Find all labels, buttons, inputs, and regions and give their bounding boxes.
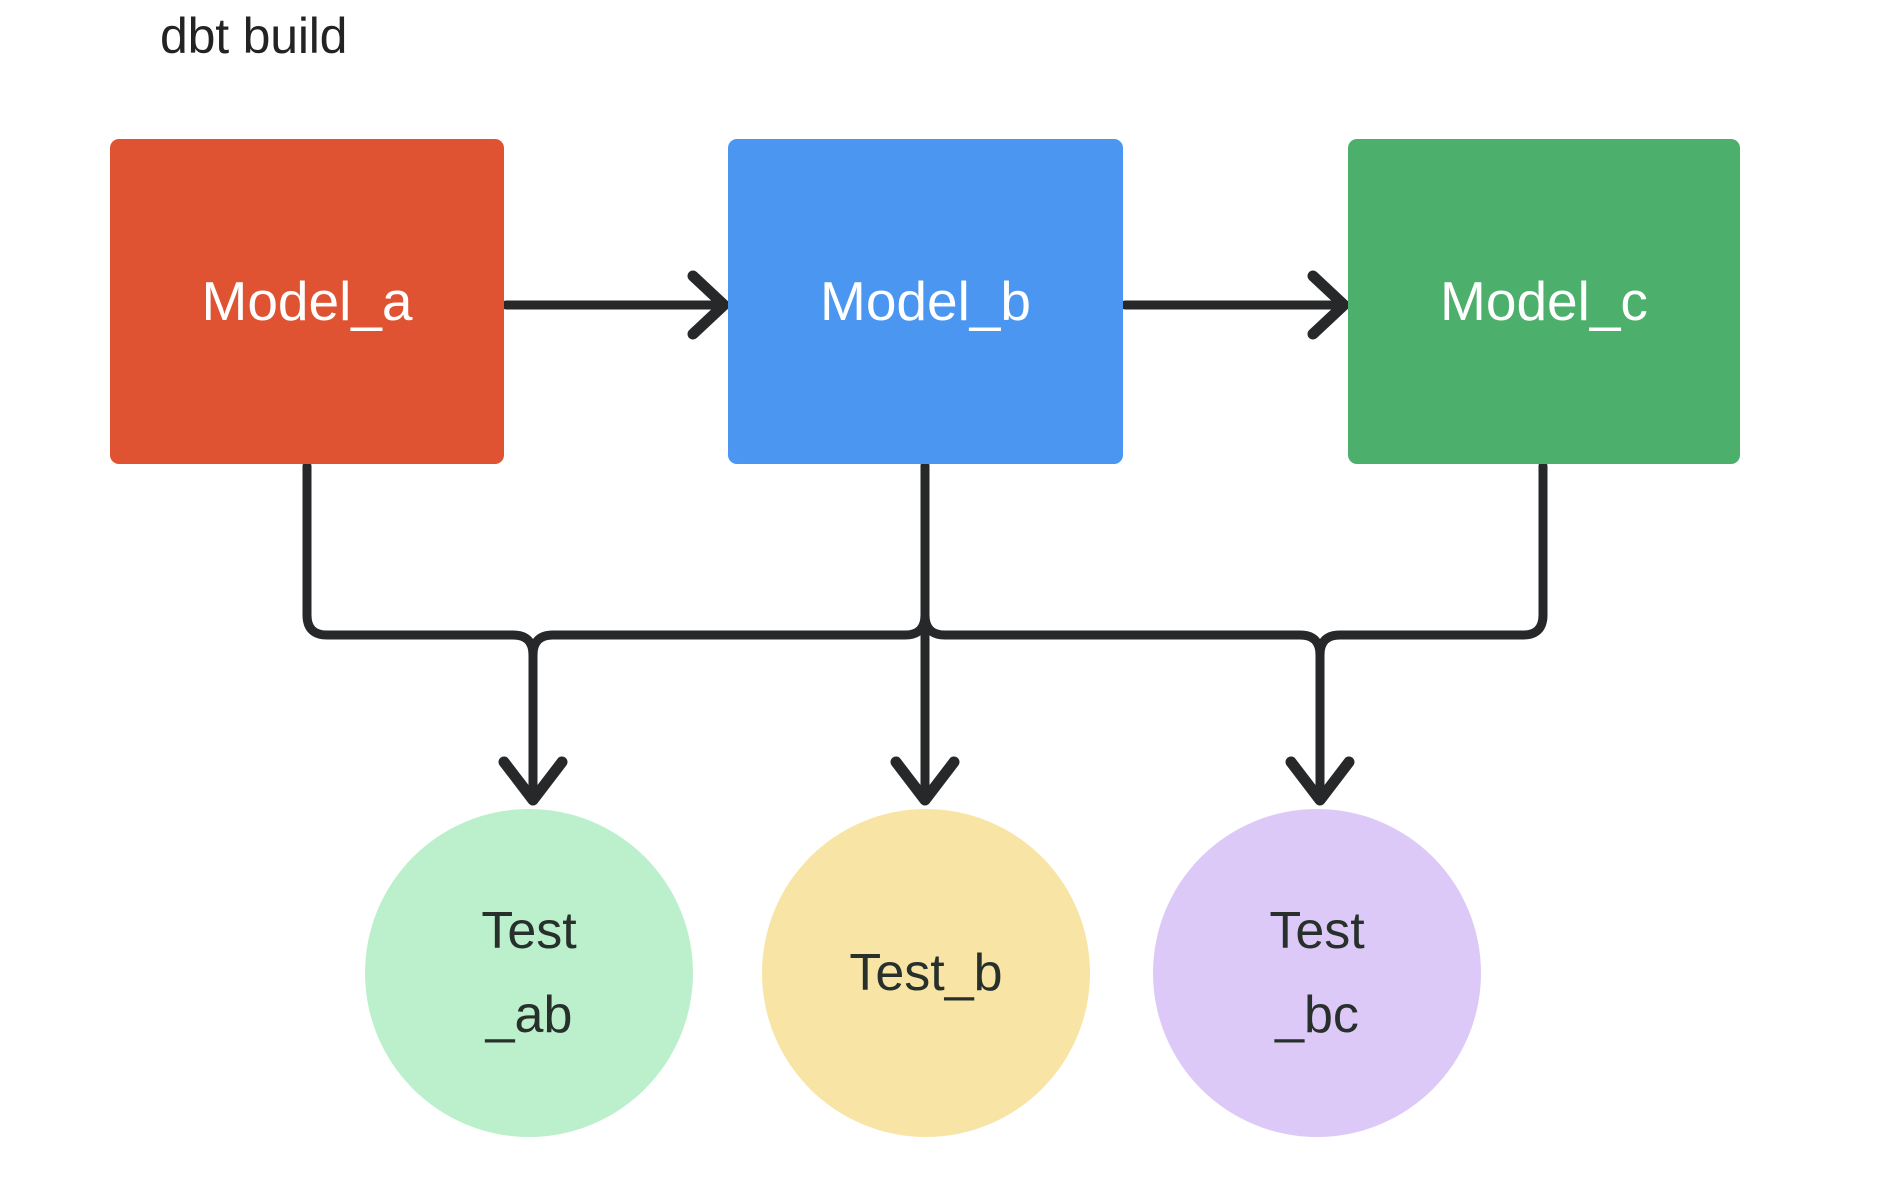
node-model-a-label: Model_a [201, 270, 413, 333]
node-model-b-label: Model_b [820, 270, 1031, 333]
node-model-c-label: Model_c [1440, 270, 1648, 333]
node-model-b[interactable]: Model_b [728, 139, 1123, 464]
node-test-bc-label-line2: _bc [1275, 986, 1359, 1044]
edge-model-b-to-test-ab [528, 461, 930, 660]
edge-model-b-to-model-c [1120, 270, 1350, 340]
node-test-b[interactable]: Test_b [762, 809, 1090, 1137]
node-model-a[interactable]: Model_a [110, 139, 504, 464]
edge-model-b-to-test-bc [920, 610, 1355, 806]
page-title: dbt build [160, 8, 348, 64]
edge-model-b-to-test-b [890, 461, 960, 806]
node-test-bc-label-line1: Test [1269, 901, 1365, 960]
edge-model-a-to-model-b [501, 270, 730, 340]
node-test-ab-label-line1: Test [481, 901, 577, 960]
edge-model-a-to-test-ab [302, 461, 568, 806]
node-test-ab-label-line2: _ab [485, 986, 573, 1044]
node-test-bc[interactable]: Test _bc [1153, 809, 1481, 1137]
node-test-ab[interactable]: Test _ab [365, 809, 693, 1137]
edge-model-c-to-test-bc [1315, 461, 1548, 660]
node-test-b-label-line1: Test_b [849, 943, 1003, 1002]
node-model-c[interactable]: Model_c [1348, 139, 1740, 464]
